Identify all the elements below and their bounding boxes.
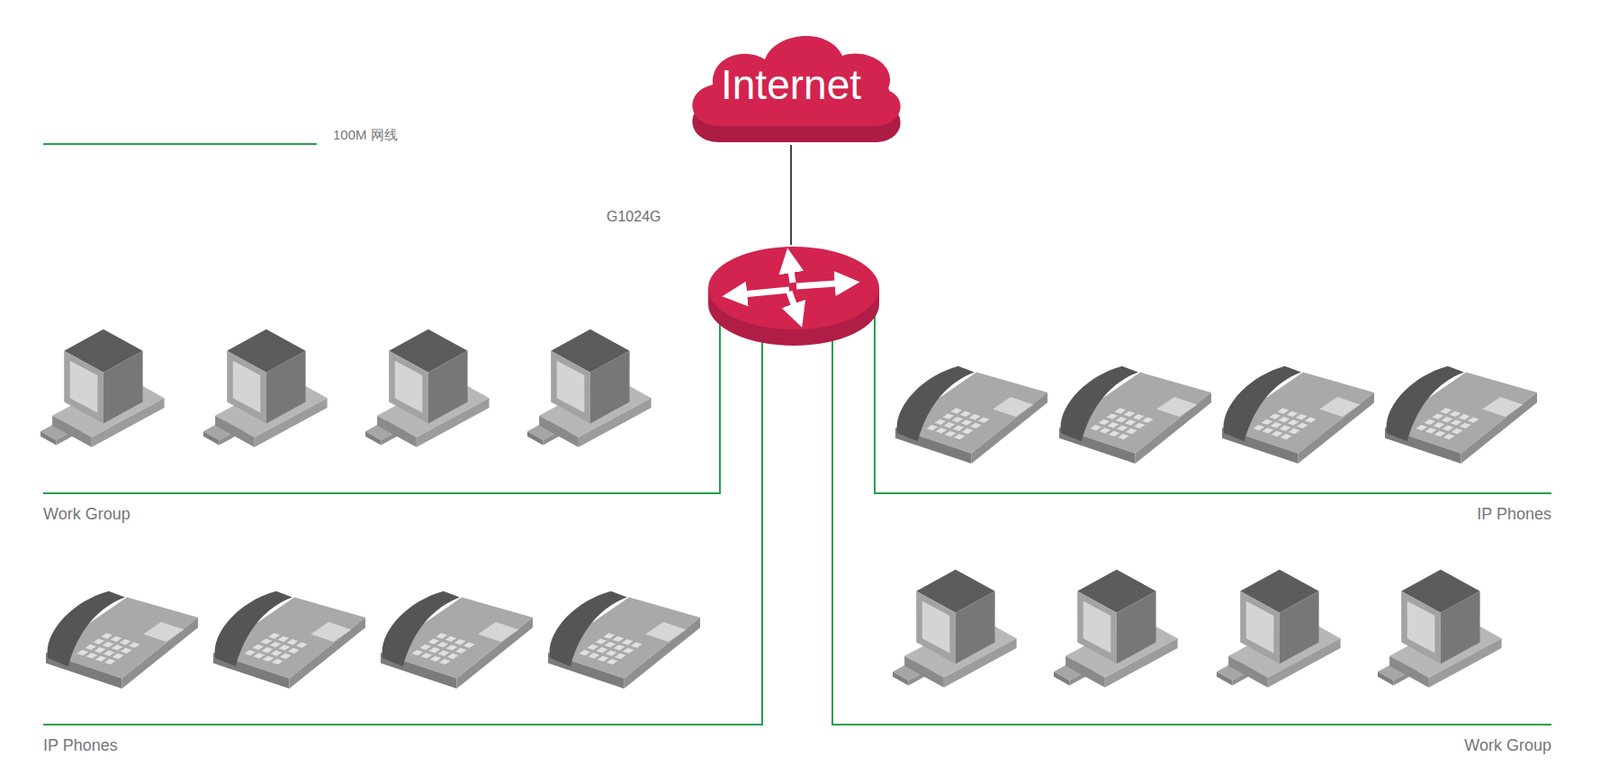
- cloud-label: Internet: [678, 61, 904, 108]
- legend-sample: [43, 143, 317, 145]
- network-switch: G1024G: [706, 244, 881, 350]
- device-model-label: G1024G: [606, 207, 661, 226]
- uplink-cable: [790, 144, 792, 245]
- network-cable: [43, 323, 720, 494]
- group-label: Work Group: [1464, 735, 1552, 756]
- device-group: Work Group: [832, 729, 1552, 759]
- internet-cloud: Internet: [678, 25, 904, 145]
- device-group: IP Phones: [874, 498, 1552, 528]
- network-cable: [874, 315, 1552, 494]
- network-cable: [43, 341, 763, 725]
- network-cable: [832, 339, 1552, 725]
- group-label: Work Group: [43, 503, 131, 524]
- legend: 100M 网线: [332, 134, 398, 144]
- device-group: IP Phones: [43, 729, 763, 759]
- group-label: IP Phones: [43, 735, 118, 756]
- group-label: IP Phones: [1476, 503, 1552, 524]
- legend-label: 100M 网线: [332, 125, 398, 144]
- device-group: Work Group: [43, 498, 720, 528]
